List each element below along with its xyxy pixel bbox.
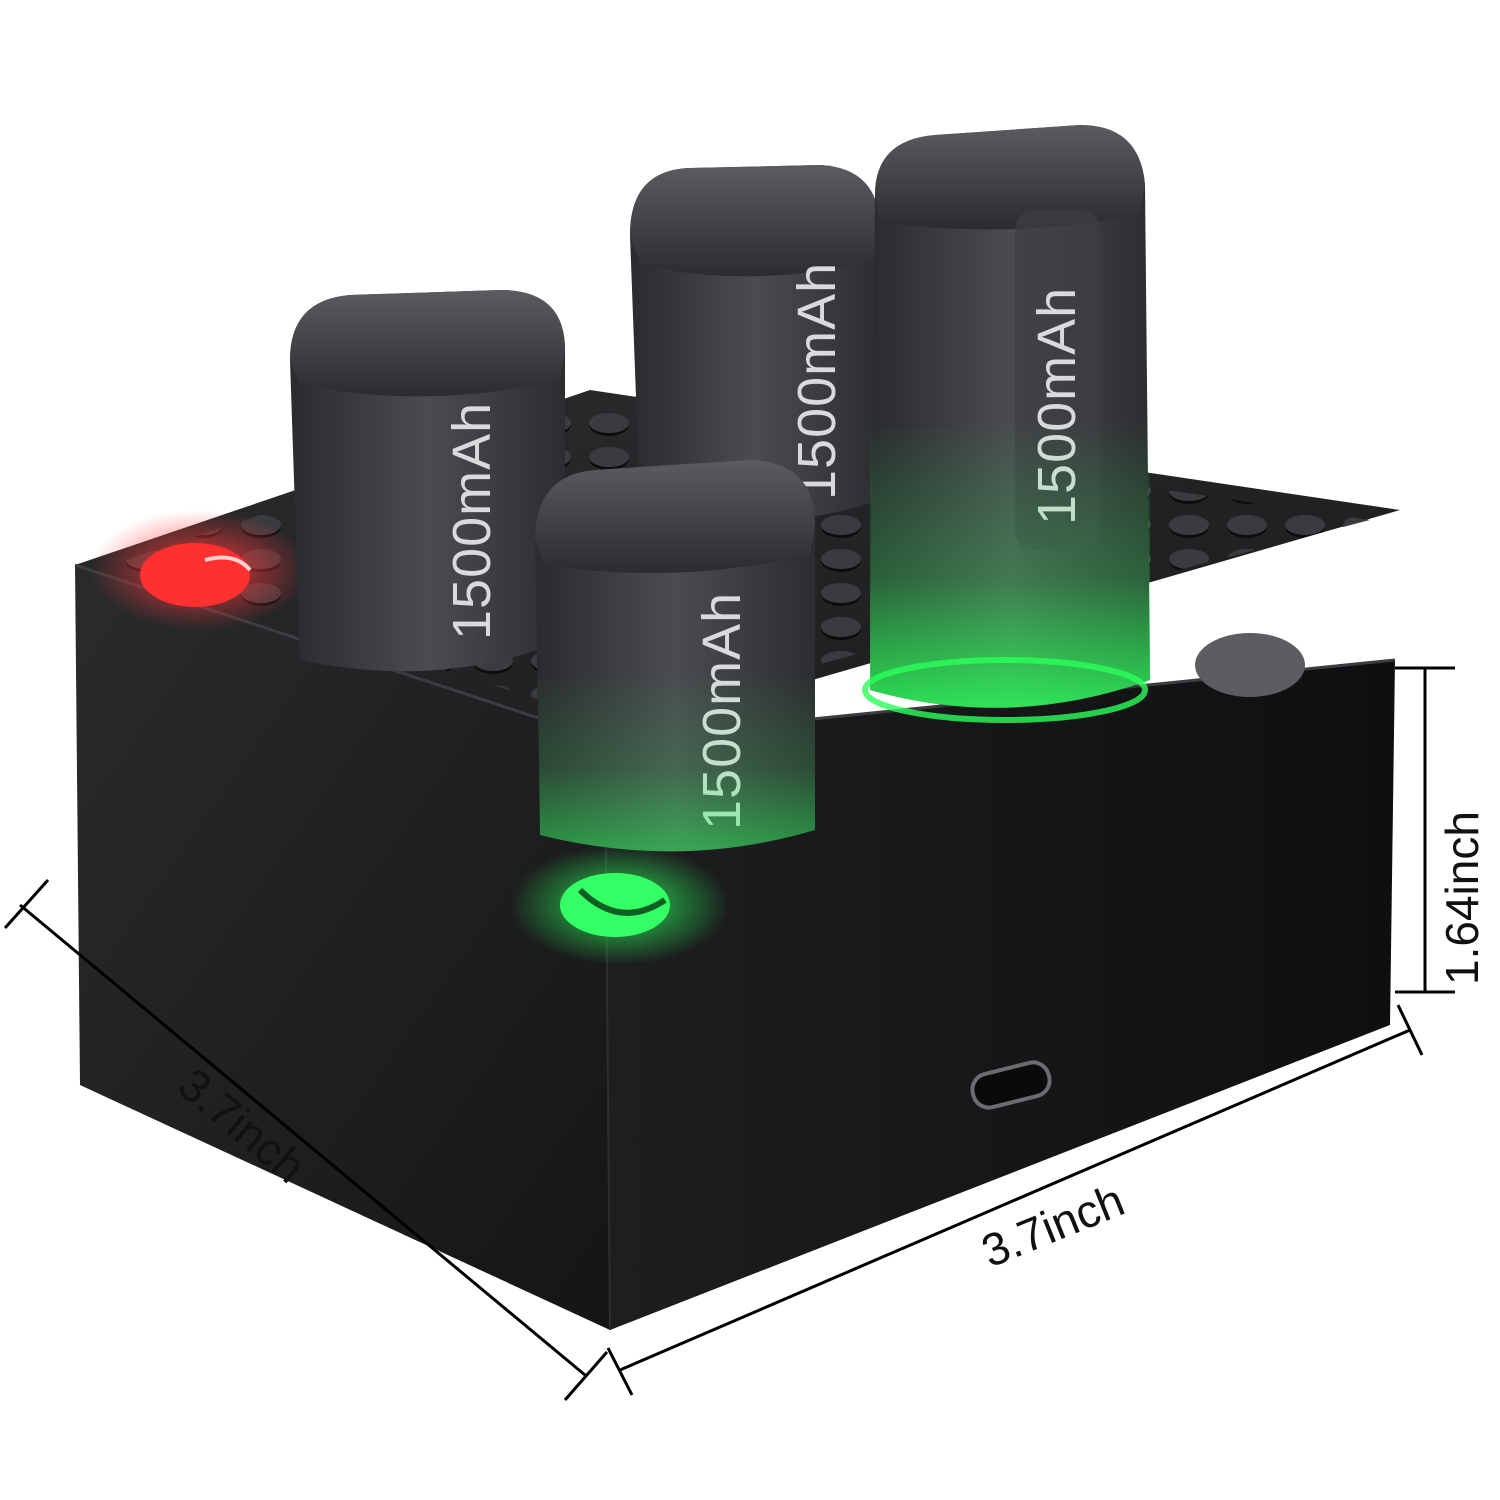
battery-capacity-label: 1500mAh <box>442 402 502 640</box>
battery-back-left: 1500mAh <box>290 290 565 672</box>
width-label: 3.7inch <box>974 1173 1131 1277</box>
battery-capacity-label: 1500mAh <box>787 262 847 500</box>
battery-tall-charging: 1500mAh <box>862 125 1150 723</box>
led-indicator-red <box>90 510 310 630</box>
dimension-height: 1.64inch <box>1395 666 1488 994</box>
battery-back-middle: 1500mAh <box>630 165 880 522</box>
height-label: 1.64inch <box>1436 811 1488 985</box>
dock-left-face <box>75 565 610 1330</box>
usb-c-port <box>970 1060 1052 1110</box>
led-indicator-green <box>510 845 730 965</box>
battery-front-charging: 1500mAh <box>535 460 815 852</box>
slot-indicator-gray <box>1195 633 1305 697</box>
